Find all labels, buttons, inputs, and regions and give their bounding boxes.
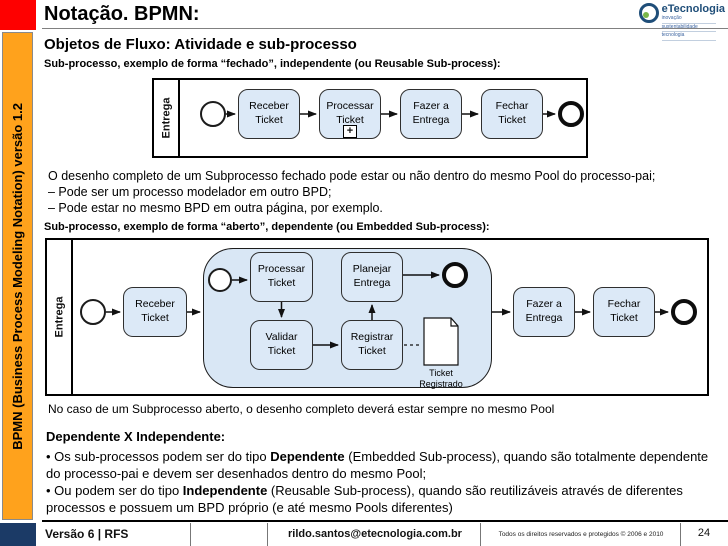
start-event [80,299,106,325]
footer-separator [190,523,191,546]
note-line: O desenho completo de um Subprocesso fec… [48,169,656,183]
pool-label: Entrega [53,296,65,338]
bullet-bold-term: Independente [182,483,268,498]
task-validar-ticket: Validar Ticket [250,320,313,370]
logo-tagline: sustentabilidade [661,24,716,33]
bullet-text: • Ou podem ser do tipo [46,483,183,498]
note-line: – Pode ser um processo modelador em outr… [48,185,332,199]
etecnologia-logo-icon [638,3,659,23]
footer-separator [680,523,681,546]
page-number: 24 [697,527,711,539]
pool-label: Entrega [160,97,172,139]
dependency-bullet-1: • Os sub-processos podem ser do tipo Dep… [46,448,724,482]
end-event [671,299,697,325]
page-title: Notação. BPMN: [44,3,200,25]
footer-copyright: Todos os direitos reservados e protegido… [498,531,664,538]
start-event [200,101,226,127]
task-processar-ticket: Processar Ticket [250,252,313,302]
pool-label-band: Entrega [154,80,180,156]
closed-subprocess-caption: Sub-processo, exemplo de forma “fechado”… [44,58,501,70]
footer-separator [267,523,268,546]
logo-tagline: inovação [661,15,716,24]
pool-open-diagram: Entrega [45,238,709,396]
title-divider [42,28,728,29]
data-object-label: Ticket Registrado [419,368,463,389]
corner-red-block [0,0,36,30]
inner-end-event [442,262,468,288]
pool-label-band: Entrega [47,240,73,394]
footer-divider [42,520,728,522]
task-registrar-ticket: Registrar Ticket [341,320,403,370]
dependency-explanation: Dependente X Independente: • Os sub-proc… [46,428,724,516]
logo-tagline: tecnologia [661,32,716,41]
note-line: – Pode estar no mesmo BPD em outra págin… [48,201,383,215]
logo-text: eTecnologia inovação sustentabilidade te… [661,3,725,41]
bullet-bold-term: Dependente [270,449,345,464]
logo-name: eTecnologia [661,3,725,15]
inner-start-event [208,268,232,292]
task-processar-ticket-collapsed: Processar Ticket [319,89,381,139]
dependency-bullet-2: • Ou podem ser do tipo Independente (Reu… [46,482,724,516]
task-receber-ticket: Receber Ticket [123,287,187,337]
task-fazer-a-entrega: Fazer a Entrega [400,89,462,139]
task-receber-ticket: Receber Ticket [238,89,300,139]
bullet-text: (Embedded Sub-process), quando são total… [46,449,709,481]
task-planejar-entrega: Planejar Entrega [341,252,403,302]
footer-separator [480,523,481,546]
dependency-title: Dependente X Independente: [46,429,226,444]
end-event [558,101,584,127]
sidebar-vertical-bar: BPMN (Business Process Modeling Notation… [2,32,33,520]
task-fechar-ticket: Fechar Ticket [593,287,655,337]
section-title: Objetos de Fluxo: Atividade e sub-proces… [44,36,357,53]
corner-navy-block [0,523,36,546]
closed-subprocess-notes: O desenho completo de um Subprocesso fec… [48,168,655,216]
task-fazer-a-entrega: Fazer a Entrega [513,287,575,337]
pool-closed-diagram: Entrega [152,78,588,158]
subprocess-plus-marker: + [343,125,357,138]
task-fechar-ticket: Fechar Ticket [481,89,543,139]
open-subprocess-note: No caso de um Subprocesso aberto, o dese… [48,402,555,416]
sidebar-vertical-label: BPMN (Business Process Modeling Notation… [10,102,25,450]
footer-email: rildo.santos@etecnologia.com.br [288,528,462,540]
bullet-text: (Reusable Sub-process), quando são reuti… [46,483,683,515]
open-subprocess-caption: Sub-processo, exemplo de forma “aberto”,… [44,221,490,233]
bullet-text: • Os sub-processos podem ser do tipo [46,449,271,464]
footer-version: Versão 6 | RFS [45,527,129,541]
company-logo: eTecnologia inovação sustentabilidade te… [638,3,725,41]
